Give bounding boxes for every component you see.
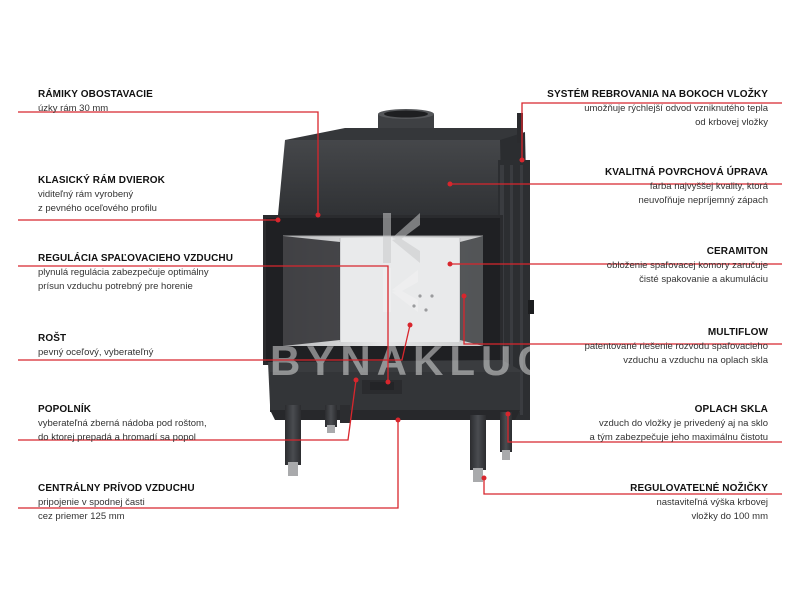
label-desc: obloženie spaľovacej komory zaručuje	[606, 260, 768, 271]
label-desc: pevný oceľový, vyberateľný	[38, 347, 154, 358]
label-desc: patentované riešenie rozvodu spaľovacieh…	[584, 341, 768, 352]
label-nozicky: REGULOVATEĽNÉ NOŽIČKY nastaviteľná výška…	[630, 482, 768, 524]
label-popolnik: POPOLNÍK vyberateľná zberná nádoba pod r…	[38, 403, 207, 445]
label-rebrovanie: SYSTÉM REBROVANIA NA BOKOCH VLOŽKY umožň…	[547, 88, 768, 130]
label-ramiky: RÁMIKY OBOSTAVACIE úzky rám 30 mm	[38, 88, 153, 116]
label-title: OPLACH SKLA	[694, 404, 768, 415]
label-desc: vyberateľná zberná nádoba pod roštom,	[38, 418, 207, 429]
label-regulacia: REGULÁCIA SPAĽOVACIEHO VZDUCHU plynulá r…	[38, 252, 233, 294]
label-oplach: OPLACH SKLA vzduch do vložky je priveden…	[590, 403, 768, 445]
label-desc: do ktorej prepadá a hromadí sa popol	[38, 432, 196, 443]
label-desc: z pevného oceľového profilu	[38, 203, 157, 214]
label-desc: a tým zabezpečuje jeho maximálnu čistotu	[589, 432, 768, 443]
lower-body	[268, 360, 520, 420]
label-desc: cez priemer 125 mm	[38, 511, 125, 522]
label-povrch: KVALITNÁ POVRCHOVÁ ÚPRAVA farba najvyšše…	[605, 166, 768, 208]
label-desc: pripojenie v spodnej časti	[38, 497, 145, 508]
label-desc: čisté spakovanie a akumuláciu	[639, 274, 768, 285]
label-title: MULTIFLOW	[707, 327, 768, 338]
label-desc: farba najvyššej kvality, ktorá	[649, 181, 768, 192]
label-desc: nastaviteľná výška krbovej	[656, 497, 768, 508]
label-title: REGULOVATEĽNÉ NOŽIČKY	[630, 483, 768, 494]
label-desc: plynulá regulácia zabezpečuje optimálny	[38, 267, 209, 278]
chamber-air-holes	[412, 294, 434, 312]
label-desc: viditeľný rám vyrobený	[38, 189, 134, 200]
label-title: CERAMITON	[706, 246, 768, 257]
annotation-dots	[275, 157, 525, 481]
label-ram-dvierok: KLASICKÝ RÁM DVIEROK viditeľný rám vyrob…	[38, 174, 165, 216]
legs	[285, 405, 512, 482]
label-desc: úzky rám 30 mm	[38, 103, 109, 114]
label-desc: vzduchu a vzduchu na oplach skla	[623, 355, 768, 366]
annotation-lines	[18, 102, 782, 509]
label-privod: CENTRÁLNY PRÍVOD VZDUCHU pripojenie v sp…	[38, 482, 195, 524]
label-title: SYSTÉM REBROVANIA NA BOKOCH VLOŽKY	[547, 89, 768, 100]
label-rost: ROŠT pevný oceľový, vyberateľný	[38, 332, 153, 360]
label-title: REGULÁCIA SPAĽOVACIEHO VZDUCHU	[38, 253, 234, 264]
top-hood	[278, 113, 527, 225]
label-title: KVALITNÁ POVRCHOVÁ ÚPRAVA	[604, 167, 768, 178]
label-title: ROŠT	[38, 333, 67, 344]
label-title: RÁMIKY OBOSTAVACIE	[38, 89, 153, 100]
label-desc: neuvoľňuje nepríjemný zápach	[638, 195, 768, 206]
label-multiflow: MULTIFLOW patentované riešenie rozvodu s…	[585, 326, 768, 368]
label-title: CENTRÁLNY PRÍVOD VZDUCHU	[38, 483, 195, 494]
label-desc: od krbovej vložky	[695, 117, 768, 128]
label-desc: vzduch do vložky je privedený aj na sklo	[599, 418, 768, 429]
watermark-logo	[383, 213, 420, 312]
label-desc: vložky do 100 mm	[691, 511, 768, 522]
label-desc: umožňuje rýchlejší odvod vzniknutého tep…	[584, 103, 768, 114]
label-ceramiton: CERAMITON obloženie spaľovacej komory za…	[607, 245, 768, 287]
label-title: POPOLNÍK	[38, 404, 92, 415]
label-desc: prísun vzduchu potrebný pre horenie	[38, 281, 193, 292]
label-title: KLASICKÝ RÁM DVIEROK	[38, 175, 166, 186]
